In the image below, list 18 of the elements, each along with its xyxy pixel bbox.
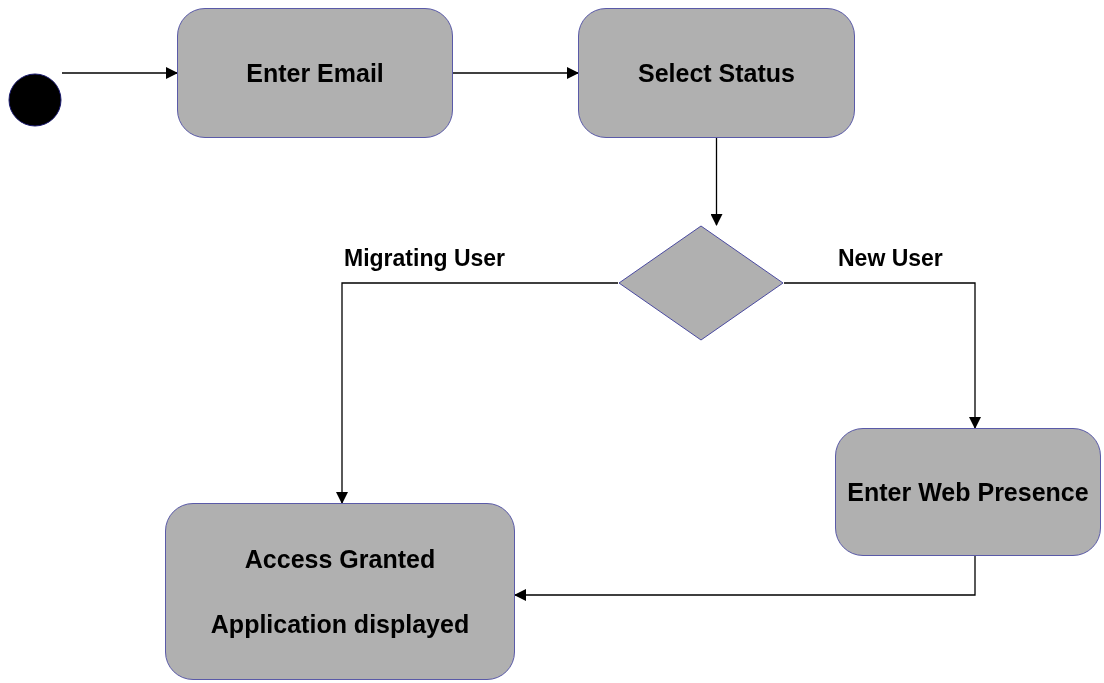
- decision-diamond: [618, 225, 784, 341]
- arrow: [783, 282, 981, 429]
- state-text: Select Status: [638, 58, 795, 88]
- start-node: [8, 73, 62, 127]
- edge-label: Migrating User: [342, 247, 508, 270]
- state-text: Enter Email: [246, 58, 384, 88]
- state-text: Access Granted: [244, 544, 436, 574]
- arrow: [710, 137, 723, 226]
- arrow: [336, 282, 619, 504]
- arrow: [514, 555, 976, 601]
- arrow: [452, 67, 579, 79]
- state-box: [165, 503, 515, 680]
- state-box: [578, 8, 855, 138]
- state-text: Enter Web Presence: [847, 477, 1089, 507]
- arrow: [61, 67, 178, 79]
- state-box: [835, 428, 1101, 556]
- state-box: [177, 8, 453, 138]
- state-text: Application displayed: [210, 609, 470, 639]
